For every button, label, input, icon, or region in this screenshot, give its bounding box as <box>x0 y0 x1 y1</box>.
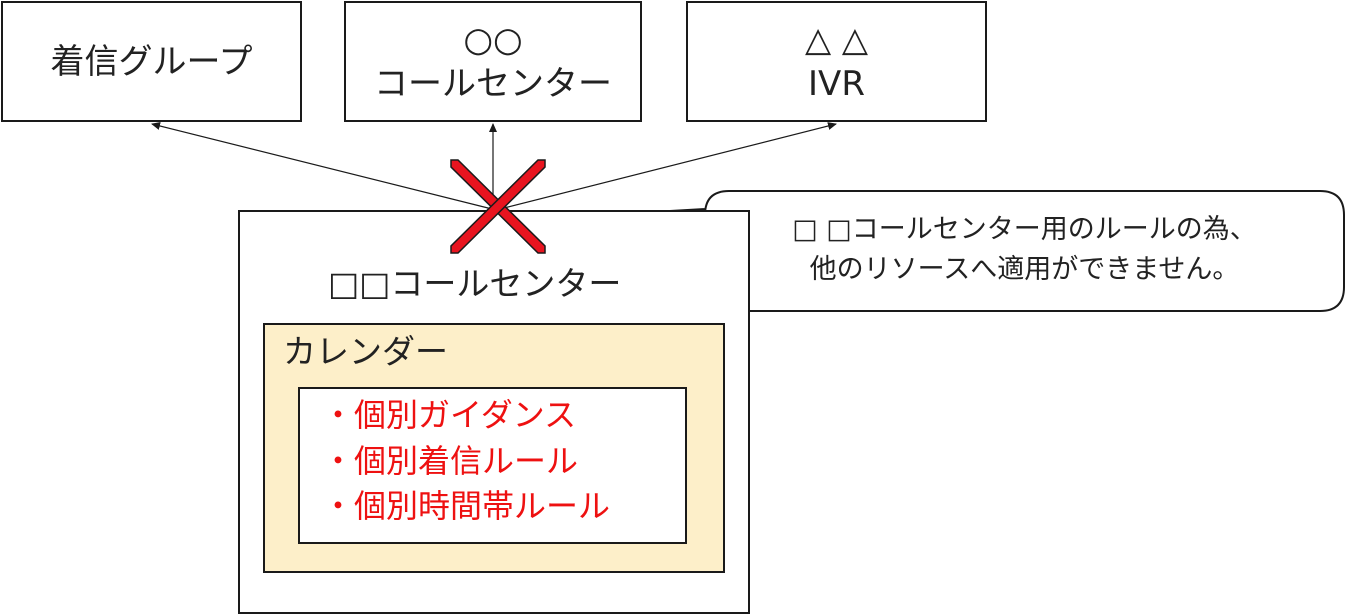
target-label-line: △ △ <box>804 19 869 60</box>
rule-item-guidance: ・個別ガイダンス <box>322 396 577 434</box>
callout-text: □ □コールセンター用のルールの為、 他のリソースへ適用ができません。 <box>712 210 1337 290</box>
target-label-line: ○○ <box>463 19 523 60</box>
resource-title: □□コールセンター <box>328 264 622 303</box>
target-box-ivr: △ △ IVR <box>686 1 987 122</box>
calendar-label: カレンダー <box>283 332 448 371</box>
target-label-line: IVR <box>808 63 865 104</box>
target-label-line: コールセンター <box>374 63 612 104</box>
arrow-to-ivr <box>495 122 837 211</box>
rule-item-time-rule: ・個別時間帯ルール <box>322 487 611 525</box>
target-box-incoming-group: 着信グループ <box>1 1 302 122</box>
rule-item-incoming-rule: ・個別着信ルール <box>322 442 579 480</box>
target-label-line: 着信グループ <box>50 41 253 82</box>
arrow-to-incoming-group <box>151 122 497 211</box>
target-box-call-center-oo: ○○ コールセンター <box>344 1 642 122</box>
callout-line: 他のリソースへ適用ができません。 <box>809 254 1240 285</box>
rules-box <box>298 387 687 544</box>
callout-line: □ □コールセンター用のルールの為、 <box>792 214 1257 245</box>
